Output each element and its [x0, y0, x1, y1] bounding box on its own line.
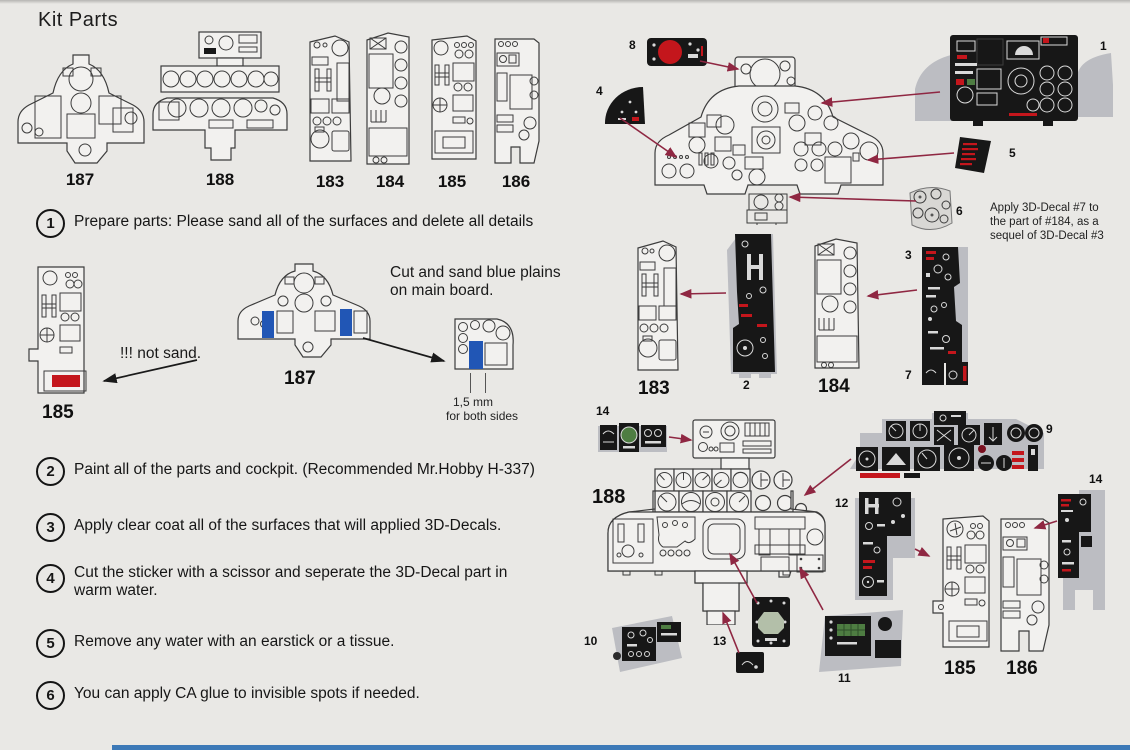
kit-part-184-drawing — [366, 32, 410, 165]
kit-part-label-187: 187 — [65, 170, 95, 189]
decal-10 — [612, 616, 682, 672]
step-5-number: 5 — [36, 629, 65, 658]
decal-3 — [922, 247, 968, 363]
corner-detail-drawing — [454, 318, 514, 370]
step-3-number: 3 — [36, 513, 65, 542]
arrow-decal3-to-184 — [866, 289, 918, 300]
decal-11 — [819, 610, 903, 672]
thickness-note-2: for both sides — [446, 409, 519, 423]
decal-2-number: 2 — [743, 378, 750, 392]
sanding-part-185-label: 185 — [42, 402, 74, 423]
guide-part-186-drawing — [1000, 518, 1050, 652]
decal-2 — [727, 234, 777, 378]
step-2: 2 Paint all of the parts and cockpit. (R… — [36, 457, 576, 486]
decal-11-number: 11 — [838, 671, 851, 685]
step-4: 4 Cut the sticker with a scissor and sep… — [36, 564, 556, 600]
decal-14b-number: 14 — [1089, 472, 1103, 486]
guide-part-184-label: 184 — [818, 376, 850, 397]
step-1-number: 1 — [36, 209, 65, 238]
kit-part-188-drawing — [152, 31, 288, 161]
step-2-text: Paint all of the parts and cockpit. (Rec… — [74, 461, 535, 478]
guide-part-188-label: 188 — [592, 486, 626, 508]
decal-9 — [850, 411, 1044, 478]
step-4-text: Cut the sticker with a scissor and seper… — [74, 564, 508, 599]
arrow-decal2-to-183 — [679, 288, 727, 299]
decal-10-number: 10 — [584, 634, 598, 648]
decal-8 — [647, 38, 707, 66]
kit-part-label-188: 188 — [205, 170, 235, 189]
decal-5-number: 5 — [1009, 146, 1016, 160]
main-panel-187-drawing — [654, 56, 884, 225]
step-5-text: Remove any water with an earstick or a t… — [74, 633, 395, 650]
guide-part-184-drawing — [814, 238, 860, 369]
decal-screen — [752, 597, 790, 647]
page-title: Kit Parts — [38, 9, 119, 31]
step-1-text: Prepare parts: Please sand all of the su… — [74, 213, 534, 230]
guide-part-185-label: 185 — [944, 658, 976, 679]
kit-part-label-185: 185 — [437, 172, 467, 191]
kit-part-186-drawing — [494, 38, 540, 164]
arrow-decal12-to-185 — [914, 547, 931, 557]
step-4-number: 4 — [36, 564, 65, 593]
main-panel-188-drawing — [607, 419, 826, 625]
decal-14a-number: 14 — [596, 404, 610, 418]
decal-1 — [915, 35, 1113, 126]
measure-line-left — [470, 373, 471, 393]
not-sand-note: !!! not sand. — [120, 345, 201, 362]
kit-part-label-184: 184 — [375, 172, 405, 191]
decal-6 — [909, 187, 953, 230]
apply-decal-note: Apply 3D-Decal #7 to the part of #184, a… — [990, 202, 1104, 243]
sanding-part-185-drawing — [28, 266, 87, 394]
kit-part-187-drawing — [17, 54, 145, 164]
decal-5 — [955, 137, 991, 173]
measure-line-right — [485, 373, 486, 393]
kit-part-label-183: 183 — [315, 172, 345, 191]
sanding-part-187-label: 187 — [284, 368, 316, 389]
footer-blue-strip — [112, 745, 1130, 750]
decal-1-number: 1 — [1100, 39, 1107, 53]
kit-part-label-186: 186 — [501, 172, 531, 191]
step-1: 1 Prepare parts: Please sand all of the … — [36, 209, 556, 238]
decal-4 — [604, 87, 645, 124]
decal-6-number: 6 — [956, 204, 963, 218]
guide-part-183-label: 183 — [638, 378, 670, 399]
decal-9-number: 9 — [1046, 422, 1053, 436]
decal-12 — [855, 492, 915, 600]
step-5: 5 Remove any water with an earstick or a… — [36, 629, 576, 658]
sanding-part-187-drawing — [237, 263, 371, 358]
kit-part-183-drawing — [309, 35, 352, 162]
decal-14a — [598, 423, 667, 452]
decal-13 — [736, 652, 764, 673]
decal-3-number: 3 — [905, 248, 912, 262]
guide-part-186-label: 186 — [1006, 658, 1038, 679]
decal-8-number: 8 — [629, 38, 636, 52]
kit-part-185-drawing — [431, 35, 477, 160]
step-3: 3 Apply clear coat all of the surfaces t… — [36, 513, 576, 542]
decal-13-number: 13 — [713, 634, 727, 648]
arrow-not-sand — [102, 359, 198, 384]
decal-7-number: 7 — [905, 368, 912, 382]
decal-12-number: 12 — [835, 496, 849, 510]
guide-part-185-drawing — [932, 515, 990, 648]
decal-4-number: 4 — [596, 84, 603, 98]
step-6-number: 6 — [36, 681, 65, 710]
cut-blue-note: Cut and sand blue plains on main board. — [390, 264, 561, 299]
decal-14b — [1058, 490, 1105, 610]
step-6: 6 You can apply CA glue to invisible spo… — [36, 681, 576, 710]
step-6-text: You can apply CA glue to invisible spots… — [74, 685, 420, 702]
decal-7 — [922, 362, 968, 385]
step-2-number: 2 — [36, 457, 65, 486]
step-3-text: Apply clear coat all of the surfaces tha… — [74, 517, 502, 534]
guide-part-183-drawing — [637, 240, 679, 371]
thickness-note: 1,5 mm — [453, 395, 494, 409]
arrow-187-to-detail — [362, 337, 446, 363]
